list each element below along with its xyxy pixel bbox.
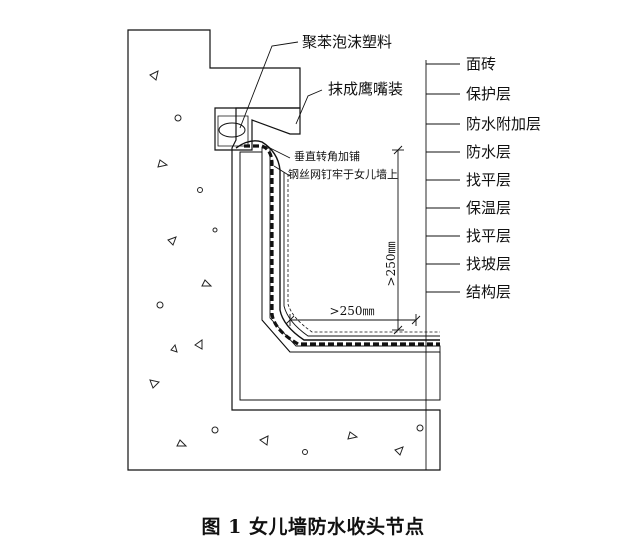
- additional-waterproof-layer: [235, 140, 440, 341]
- foam-plug: [218, 122, 246, 138]
- callout-mesh-nail: 钢丝网钉牢于女儿墙上: [288, 167, 398, 181]
- layer-label: 结构层: [466, 283, 511, 301]
- layer-label: 面砖: [466, 55, 496, 73]
- parapet-coping: [214, 107, 301, 151]
- layer-label: 找平层: [466, 227, 511, 245]
- layer-label: 找平层: [466, 171, 511, 189]
- parapet-detail-drawing: 聚苯泡沫塑料 抹成鹰嘴装 垂直转角加铺 钢丝网钉牢于女儿墙上 >250㎜ >25…: [127, 29, 541, 471]
- callout-corner-reinforce: 垂直转角加铺: [294, 149, 360, 163]
- layer-label: 保温层: [466, 199, 511, 217]
- layer-schedule: [425, 60, 460, 470]
- layer-label: 保护层: [466, 85, 511, 103]
- layer-label: 防水附加层: [466, 115, 541, 133]
- callout-bevel: 抹成鹰嘴装: [328, 80, 403, 98]
- layer-label: 找坡层: [466, 255, 511, 273]
- layer-label: 防水层: [466, 143, 511, 161]
- aggregate-marks: [149, 70, 424, 456]
- callout-foam: 聚苯泡沫塑料: [302, 33, 392, 51]
- waterproof-layer: [244, 144, 440, 346]
- dimension-lines: [285, 145, 421, 335]
- callout-leaders: [239, 41, 323, 177]
- leveling-layer: [261, 147, 441, 353]
- dimension-horizontal: >250㎜: [330, 304, 375, 318]
- figure-caption: 图 1 女儿墙防水收头节点: [201, 516, 425, 538]
- dimension-vertical: >250㎜: [384, 242, 398, 287]
- protection-layer: [283, 172, 440, 337]
- concrete-structure: [127, 29, 441, 471]
- tile-layer: [287, 174, 440, 333]
